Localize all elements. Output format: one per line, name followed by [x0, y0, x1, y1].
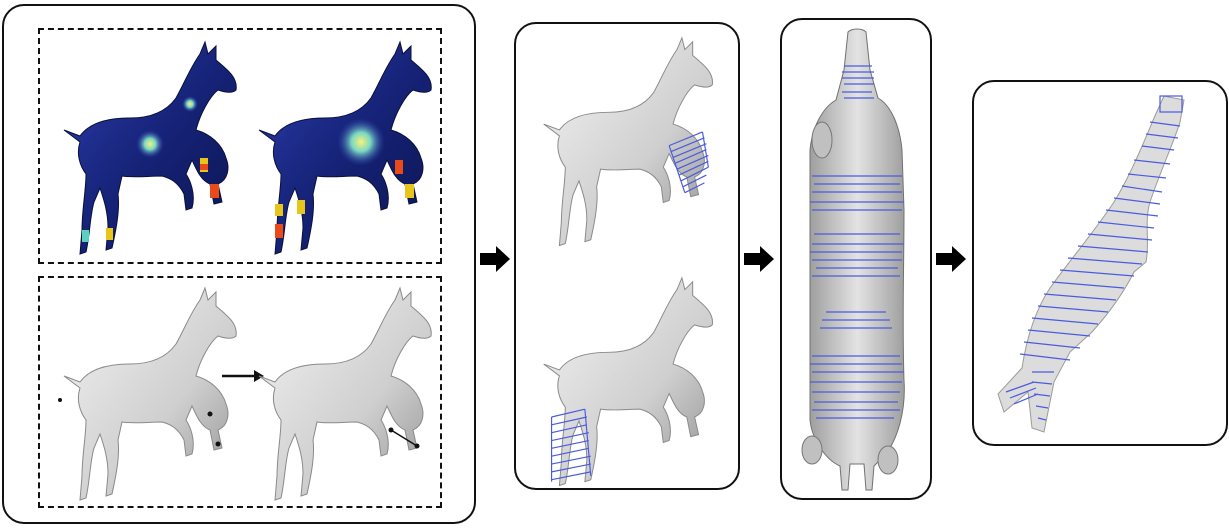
constraint-horse-left [58, 287, 237, 501]
limb-constraints-box [38, 276, 442, 508]
part-skeleton-fitting-panel [514, 22, 740, 490]
analysis-panel [2, 4, 476, 524]
foreleg-slice-lines [668, 131, 709, 194]
full-slice-mesh [997, 95, 1185, 433]
constraint-horse-right [258, 287, 432, 501]
torso-leg-stub [811, 121, 833, 159]
torso-slice-lines [810, 65, 904, 419]
curvature-maps-box [38, 28, 442, 264]
full-slicing-panel [972, 80, 1228, 446]
curvature-horse-right [258, 41, 432, 255]
torso-leg-stub [801, 435, 823, 465]
right-arrow-icon [744, 246, 774, 272]
curvature-horse-left [63, 41, 237, 255]
fitted-horse-hindleg [543, 277, 714, 487]
torso-leg-stub [877, 445, 899, 475]
hindleg-slice-lines [550, 408, 592, 482]
fitted-horse-foreleg [543, 37, 714, 247]
limb-constraint-horses [58, 287, 432, 501]
full-slice-lines [1005, 95, 1183, 421]
right-arrow-icon [480, 246, 510, 272]
full-slice-horse [997, 95, 1185, 433]
right-arrow-icon [936, 246, 966, 272]
small-arrow-icon [222, 370, 264, 382]
curvature-horses [63, 41, 432, 255]
fitted-limb-horses [543, 37, 714, 487]
torso-top-view [801, 28, 905, 491]
torso-slicing-panel [780, 18, 932, 500]
